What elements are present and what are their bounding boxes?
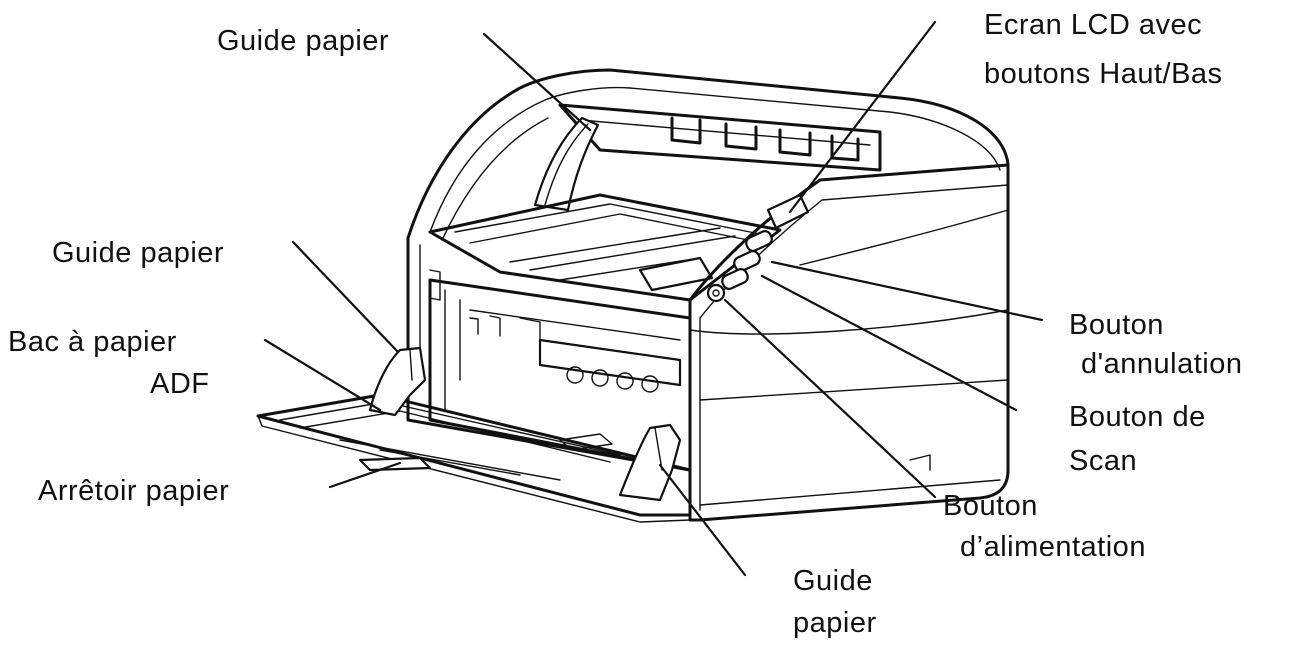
label-ecran-lcd-line2: boutons Haut/Bas xyxy=(984,58,1223,90)
leader-lines xyxy=(263,20,1044,577)
labels: Guide papier Ecran LCD avec boutons Haut… xyxy=(8,9,1243,639)
power-button-shape xyxy=(706,283,726,303)
label-bac-line1: Bac à papier xyxy=(8,326,177,358)
lcd-screen xyxy=(766,193,810,230)
label-guide-papier-top: Guide papier xyxy=(217,25,389,57)
label-guide-papier-bottom-line1: Guide xyxy=(793,565,873,597)
label-guide-papier-bottom-line2: papier xyxy=(793,607,877,639)
control-panel xyxy=(706,193,810,303)
scan-button-shape xyxy=(721,268,749,290)
label-bouton-alim-line1: Bouton xyxy=(943,490,1038,522)
leader-guide-papier-top xyxy=(482,32,592,132)
leader-arretoir xyxy=(328,461,402,489)
label-bac-line2: ADF xyxy=(150,368,210,400)
label-bouton-annulation-line1: Bouton xyxy=(1069,309,1164,341)
label-bouton-annulation-line2: d'annulation xyxy=(1081,348,1243,380)
label-bouton-scan-line1: Bouton de xyxy=(1069,401,1206,433)
leader-guide-papier-bottom xyxy=(658,463,747,577)
leader-bouton-scan xyxy=(760,274,1018,412)
cancel-button-shape xyxy=(733,250,761,272)
label-ecran-lcd-line1: Ecran LCD avec xyxy=(984,9,1202,41)
leader-ecran-lcd xyxy=(788,20,937,214)
feed-rollers xyxy=(566,366,659,393)
label-bouton-alim-line2: d’alimentation xyxy=(960,531,1146,563)
label-guide-papier-left: Guide papier xyxy=(52,237,224,269)
leader-guide-papier-left xyxy=(291,240,400,354)
leader-bouton-annulation xyxy=(770,260,1044,322)
output-rollers xyxy=(670,116,860,162)
leader-bac-adf xyxy=(263,338,382,412)
up-down-buttons xyxy=(745,230,773,252)
label-bouton-scan-line2: Scan xyxy=(1069,445,1137,477)
scanner-illustration xyxy=(256,68,1010,523)
label-arretoir: Arrêtoir papier xyxy=(38,475,229,507)
leader-bouton-alimentation xyxy=(723,298,937,499)
